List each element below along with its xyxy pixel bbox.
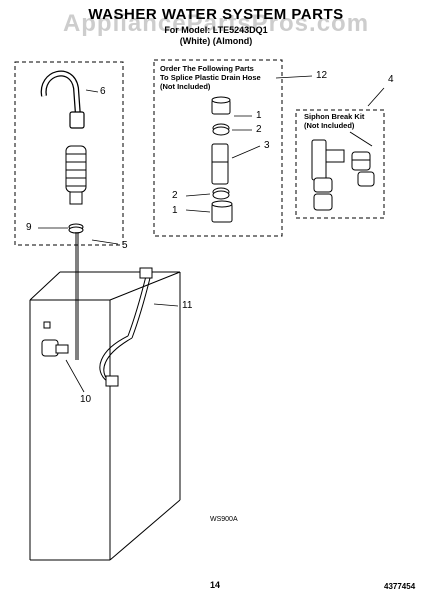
- callout-12: 12: [316, 70, 328, 81]
- document-number: 4377454: [384, 582, 416, 591]
- callout-4: 4: [388, 74, 394, 85]
- splice-note-line-2: To Splice Plastic Drain Hose: [160, 73, 261, 82]
- splice-note-line-3: (Not Included): [160, 82, 211, 91]
- splice-note-line-1: Order The Following Parts: [160, 64, 254, 73]
- page-title: WASHER WATER SYSTEM PARTS: [88, 6, 344, 23]
- water-valve: [41, 321, 69, 357]
- washer-cabinet: [29, 271, 181, 561]
- leader-lines: [38, 75, 385, 393]
- siphon-note-line-1: Siphon Break Kit: [304, 112, 365, 121]
- corrugated-hose: [65, 145, 87, 205]
- hose-clamp: [68, 223, 84, 234]
- siphon-kit-box: [295, 109, 385, 219]
- hose-guide-part: [40, 70, 85, 129]
- watermark-text: AppliancePartsPros.com: [62, 10, 370, 37]
- splice-parts-note: Order The Following Parts To Splice Plas…: [160, 64, 261, 91]
- callout-6: 6: [100, 86, 106, 97]
- siphon-kit-parts: [311, 131, 375, 211]
- splice-parts-box: [153, 59, 283, 237]
- callout-1-upper: 1: [256, 110, 262, 121]
- callout-2-upper: 2: [256, 124, 262, 135]
- siphon-note-line-2: (Not Included): [304, 121, 355, 130]
- fill-hose-box: [14, 61, 124, 246]
- callout-9: 9: [26, 222, 32, 233]
- figure-code: WS900A: [210, 516, 238, 523]
- page-number: 14: [210, 580, 221, 590]
- callout-2-lower: 2: [172, 190, 178, 201]
- callout-3: 3: [264, 140, 270, 151]
- callout-5: 5: [122, 240, 128, 251]
- callout-1-lower: 1: [172, 205, 178, 216]
- splice-parts: [211, 96, 233, 223]
- callout-10: 10: [80, 394, 92, 405]
- color-line: (White) (Almond): [179, 36, 253, 46]
- siphon-kit-note: Siphon Break Kit (Not Included): [304, 112, 364, 130]
- model-line: For Model: LTE5243DQ1: [164, 25, 268, 35]
- callout-11: 11: [182, 300, 193, 311]
- inlet-hose: [99, 267, 153, 387]
